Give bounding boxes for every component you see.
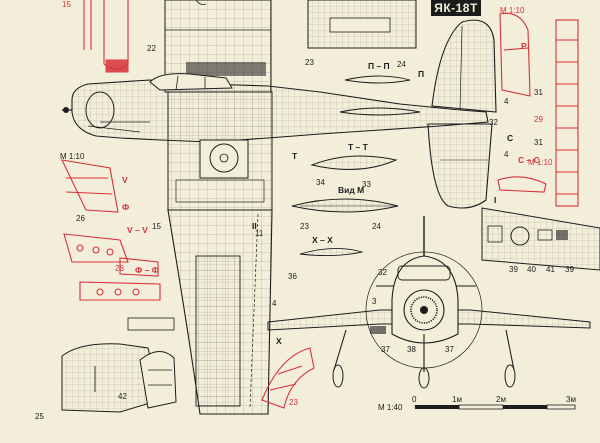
scale-tick-3: 3м bbox=[566, 395, 576, 404]
callout-37-b: 37 bbox=[445, 345, 454, 354]
callout-39: 39 bbox=[509, 265, 518, 274]
callout-3: 3 bbox=[372, 297, 377, 306]
callout-22: 22 bbox=[147, 44, 156, 53]
callout-32: 32 bbox=[489, 118, 498, 127]
fuselage-side bbox=[62, 73, 489, 143]
callout-15: 15 bbox=[152, 222, 161, 231]
section-label-vid-m: Вид М bbox=[338, 185, 365, 195]
section-p-p bbox=[307, 0, 421, 116]
callout-41: 41 bbox=[546, 265, 555, 274]
callout-26-b: 26 bbox=[115, 264, 124, 273]
scale-tag-top-right: M 1:10 bbox=[500, 6, 525, 15]
scale-tag-right: M 1:10 bbox=[528, 158, 553, 167]
callout-40: 40 bbox=[527, 265, 536, 274]
aircraft-title: ЯК-18Т bbox=[431, 0, 481, 16]
red-details-left bbox=[61, 0, 161, 301]
callout-4: 4 bbox=[504, 97, 509, 106]
callout-31-b: 31 bbox=[534, 138, 543, 147]
section-label-t: Т bbox=[292, 151, 298, 161]
red-canopy-frame bbox=[261, 347, 315, 409]
scale-tag-left: M 1:10 bbox=[60, 152, 85, 161]
horizontal-tail bbox=[427, 123, 493, 209]
cowling-detail bbox=[61, 317, 177, 413]
vertical-tail bbox=[431, 19, 497, 113]
callout-11: 11 bbox=[255, 229, 264, 238]
red-details-right bbox=[497, 12, 579, 207]
scale-tick-2: 2м bbox=[496, 395, 506, 404]
callout-34: 34 bbox=[316, 178, 325, 187]
section-label-c-c: С – С bbox=[518, 155, 540, 165]
callout-23-b: 23 bbox=[300, 222, 309, 231]
section-label-v-v: V – V bbox=[127, 225, 148, 235]
section-ii-panel bbox=[481, 207, 600, 271]
section-label-x-x: X – X bbox=[312, 235, 333, 245]
callout-4-b: 4 bbox=[504, 150, 509, 159]
section-label-v: V bbox=[122, 175, 128, 185]
callout-26: 26 bbox=[76, 214, 85, 223]
section-label-r: Р bbox=[521, 41, 527, 51]
callout-36: 36 bbox=[288, 272, 297, 281]
scale-bar bbox=[415, 404, 576, 410]
scale-tick-0: 0 bbox=[412, 395, 417, 404]
section-label-f-f: Ф – Ф bbox=[135, 265, 159, 275]
callout-32-b: 32 bbox=[378, 268, 387, 277]
callout-42: 42 bbox=[118, 392, 127, 401]
callout-37: 37 bbox=[381, 345, 390, 354]
section-t-t bbox=[291, 155, 399, 213]
section-x-x bbox=[299, 248, 364, 257]
callout-15-top: 15 bbox=[62, 0, 71, 9]
scale-tick-1: 1м bbox=[452, 395, 462, 404]
front-view bbox=[267, 216, 591, 389]
callout-23: 23 bbox=[305, 58, 314, 67]
scale-bar-label: M 1:40 bbox=[378, 403, 403, 412]
section-label-t-t: Т – Т bbox=[348, 142, 368, 152]
section-label-c: С bbox=[507, 133, 514, 143]
section-label-x: X bbox=[276, 336, 282, 346]
callout-39-b: 39 bbox=[565, 265, 574, 274]
section-label-f: Ф bbox=[122, 202, 130, 212]
section-label-p: П bbox=[418, 69, 425, 79]
section-label-p-p: П – П bbox=[368, 61, 390, 71]
callout-4-c: 4 bbox=[272, 299, 277, 308]
callout-38: 38 bbox=[407, 345, 416, 354]
callout-31: 31 bbox=[534, 88, 543, 97]
callout-24-b: 24 bbox=[372, 222, 381, 231]
section-label-l: I bbox=[494, 195, 497, 205]
section-label-ii: II bbox=[252, 221, 257, 231]
callout-33: 33 bbox=[362, 180, 371, 189]
callout-23-c: 23 bbox=[289, 398, 298, 407]
callout-29: 29 bbox=[534, 115, 543, 124]
wing-top-view bbox=[167, 91, 273, 415]
page-number: 25 bbox=[35, 412, 44, 421]
callout-24: 24 bbox=[397, 60, 406, 69]
